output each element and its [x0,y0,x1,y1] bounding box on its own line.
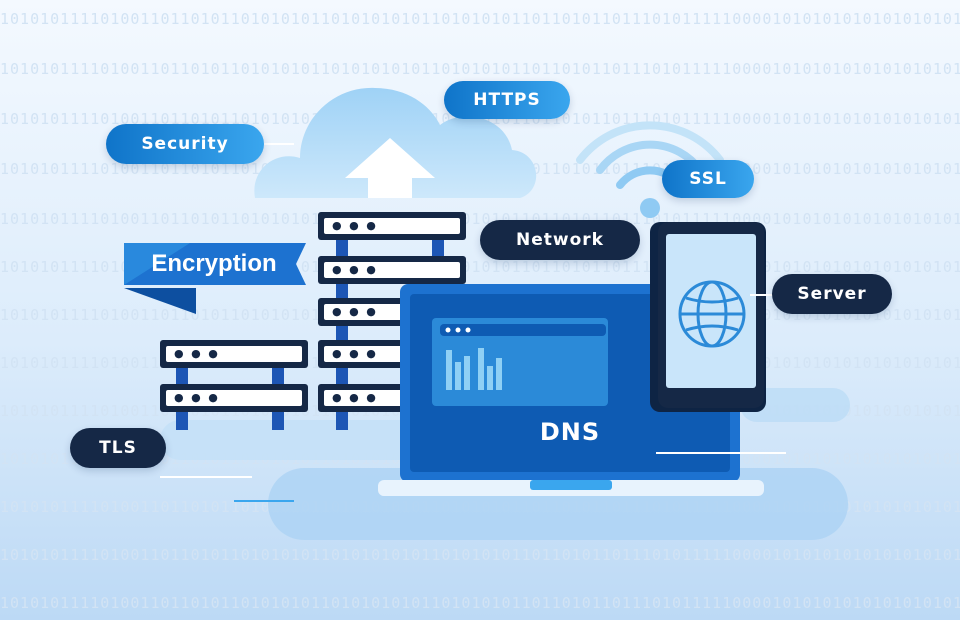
binary-row: 1010101111010011011010110101010110101010… [0,546,960,564]
binary-row: 1010101111010011011010110101010110101010… [0,60,960,78]
connector-line [656,452,786,454]
tls-tag: TLS [70,428,166,468]
connector-line [234,500,294,502]
dns-label: DNS [539,418,601,446]
https-tag: HTTPS [444,81,570,119]
binary-row: 1010101111010011011010110101010110101010… [0,594,960,612]
server-unit: ● ● ● [318,256,466,284]
encryption-label: Encryption [151,250,277,277]
security-tag: Security [106,124,264,164]
binary-row: 1010101111010011011010110101010110101010… [0,10,960,28]
connector-line [264,143,294,145]
server-unit: ● ● ● [318,212,466,240]
network-tag: Network [480,220,640,260]
server-unit: ● ● ● [160,340,308,368]
server-unit: ● ● ● [160,384,308,412]
server-tag: Server [772,274,892,314]
connector-line [160,476,252,478]
connector-line [750,294,780,296]
bg-blob [160,420,420,460]
ssl-tag: SSL [662,160,754,198]
